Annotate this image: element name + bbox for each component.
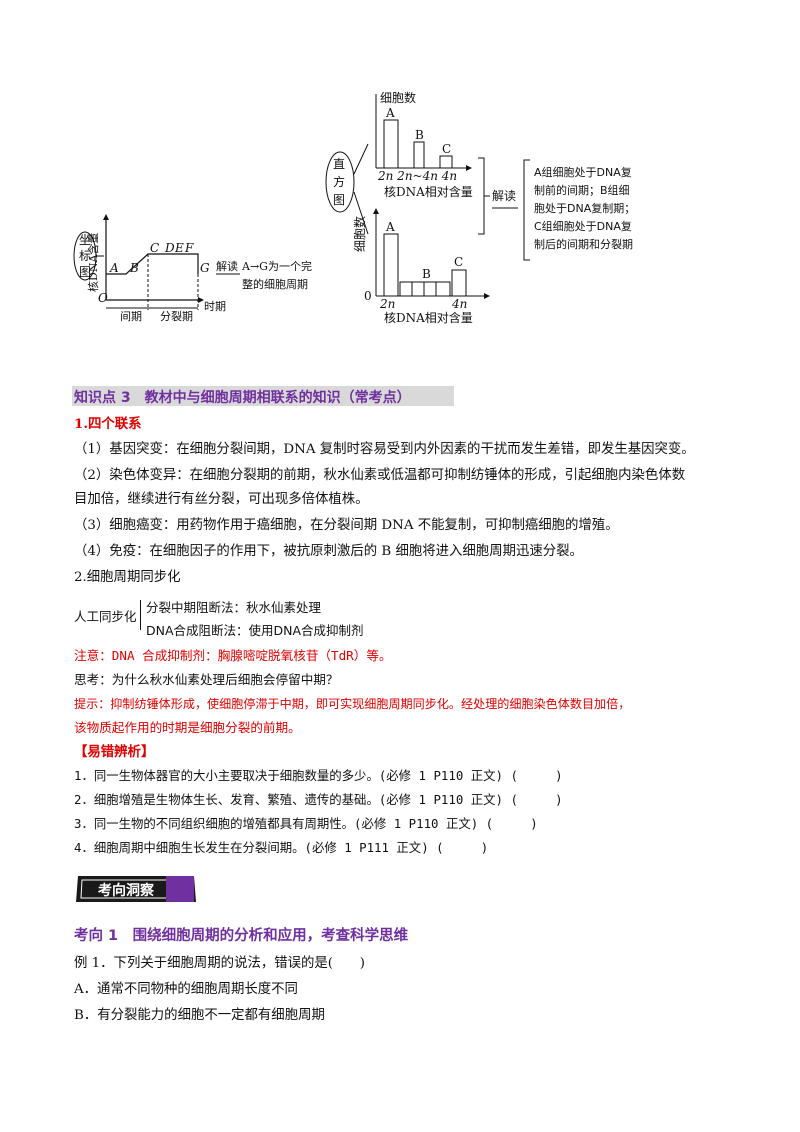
subheading-synchronization: 2.细胞周期同步化 [74,570,181,585]
hist-interpret-line: 制前的间期；B组细 [534,183,630,197]
paragraph-chromosome-variation-cont: 目加倍，继续进行有丝分裂，可出现多倍体植株。 [74,492,369,507]
hist-top-bar-label: A [385,106,395,120]
hist-branch-down [353,191,369,235]
hist-bottom-bar-label: B [422,267,431,281]
hist-bottom-tick: 2n [379,297,395,311]
hist-bottom-bar-c [451,269,467,297]
hist-bottom-bar-a [383,233,399,297]
paragraph-gene-mutation: （1）基因突变：在细胞分裂间期，DNA 复制时容易受到内外因素的干扰而发生差错，… [74,442,695,457]
subheading-four-links: 1.四个联系 [74,416,142,432]
error-analysis-title: 【易错辨析】 [74,744,155,760]
hist-top-bar-label: C [442,142,451,156]
hist-brace [478,157,485,235]
option-item: A．通常不同物种的细胞周期长度不同 [74,982,298,997]
hist-bottom-bar-label: A [385,220,395,234]
error-item: 1．同一生物体器官的大小主要取决于细胞数量的多少。(必修 1 P110 正文) … [74,768,563,783]
coord-circle-char: 标 [79,249,91,263]
hist-bottom-bar-b [399,281,451,297]
coord-point-label: B [129,261,139,275]
hist-top-x-ticks: 2n 2n~4n 4n [377,169,457,183]
coord-interpret-line: A→G为一个完 [241,259,312,273]
hist-branch-up [353,143,369,175]
hist-bottom-tick: 4n [451,297,467,311]
coordinate-figure: 坐 标 图 核DNA含量 O A B C D E F G 时期 间期 分裂期 解… [73,214,312,323]
hist-interpret-line: C组细胞处于DNA复 [534,219,632,233]
direction-heading: 考向 1 围绕细胞周期的分析和应用，考查科学思维 [74,928,409,944]
sync-method-item: 分裂中期阻断法：秋水仙素处理 [146,600,322,615]
hist-circle-char: 图 [333,193,345,207]
coord-point-label: A [109,261,119,275]
hist-interpret-line: 胞处于DNA复制期； [534,201,635,215]
error-item: 3．同一生物的不同组织细胞的增殖都具有周期性。(必修 1 P110 正文) ( … [74,816,538,831]
hist-bottom-y-label: 细胞数 [352,216,367,252]
hint-text: 提示：抑制纺锤体形成，使细胞停滞于中期，即可实现细胞周期同步化。经处理的细胞染色… [74,697,631,711]
sync-method-item: DNA合成阻断法：使用DNA合成抑制剂 [146,623,364,638]
hist-interpret-line: 制后的间期和分裂期 [534,237,633,251]
hist-circle-char: 方 [333,174,345,189]
coord-circle-char: 图 [79,265,91,279]
hist-bottom-x-label: 核DNA相对含量 [384,310,473,325]
coord-point-label: E [174,241,184,255]
hist-top-bar-c [439,155,453,169]
hist-top-bar-a [383,119,399,169]
coord-x-label: 时期 [204,300,226,313]
hist-interpret-bracket [523,159,530,261]
section-heading-bar [72,386,454,406]
hist-top-bar-label: B [415,128,424,142]
coord-circle-char: 坐 [79,233,91,247]
sync-label: 人工同步化 [74,609,137,624]
histogram-label-circle [325,151,355,213]
coord-point-label: D [164,241,175,255]
hist-top-x-label: 核DNA相对含量 [384,184,473,199]
paragraph-chromosome-variation: （2）染色体变异：在细胞分裂期的前期，秋水仙素或低温都可抑制纺锤体的形成，引起细… [74,468,686,483]
example-question: 例 1．下列关于细胞周期的说法，错误的是( ) [74,956,366,971]
coord-x-arrow [198,297,204,303]
paragraph-cancer: （3）细胞癌变：用药物作用于癌细胞，在分裂间期 DNA 不能复制，可抑制癌细胞的… [74,518,619,533]
coord-y-label: 核DNA含量 [86,233,100,292]
note-text: 注意：DNA 合成抑制剂：胸腺嘧啶脱氧核苷（TdR）等。 [74,648,392,663]
hist-top-x-arrow [466,165,472,171]
hist-bottom-x-arrow [484,293,490,299]
histogram-figure: 直 方 图 细胞数 A B C 2n 2n~4n 4n 核DNA相对含量 细胞数… [325,90,635,325]
section-heading: 知识点 3 教材中与细胞周期相联系的知识（常考点） [74,390,411,406]
direction-badge: 考向洞察 [76,876,196,902]
error-item: 2．细胞增殖是生物体生长、发育、繁殖、遗传的基础。(必修 1 P110 正文) … [74,792,563,807]
hist-interpret-line: A组细胞处于DNA复 [534,165,632,179]
hist-bottom-bar-label: C [454,255,463,269]
sync-brace-line [140,600,141,630]
hist-circle-char: 直 [333,157,345,171]
think-question: 思考：为什么秋水仙素处理后细胞会停留中期？ [74,672,339,687]
error-item: 4．细胞周期中细胞生长发生在分裂间期。(必修 1 P111 正文) ( ) [74,840,489,855]
coord-origin: O [98,291,108,305]
hist-bottom-origin: 0 [364,289,372,303]
coord-point-label: G [200,261,210,275]
hist-top-y-label: 细胞数 [380,90,416,105]
paragraph-immunity: （4）免疫：在细胞因子的作用下，被抗原刺激后的 B 细胞将进入细胞周期迅速分裂。 [74,544,583,559]
hint-text-cont: 该物质起作用的时期是细胞分裂的前期。 [74,720,301,735]
coord-point-label: C [150,241,159,255]
option-item: B．有分裂能力的细胞不一定都有细胞周期 [74,1008,325,1023]
hist-top-bar-b [413,141,425,169]
coord-y-arrow [103,214,109,220]
hist-read-label: 解读 [492,189,516,203]
coord-dna-curve [106,253,199,275]
coord-interpret-line: 整的细胞周期 [242,277,308,291]
coord-phase-division: 分裂期 [160,310,193,323]
direction-badge-label: 考向洞察 [98,882,155,899]
coord-read-label: 解读 [216,259,238,273]
coord-phase-interphase: 间期 [120,310,142,323]
coord-point-label: F [184,241,194,255]
hist-bottom-y-arrow [373,208,379,214]
